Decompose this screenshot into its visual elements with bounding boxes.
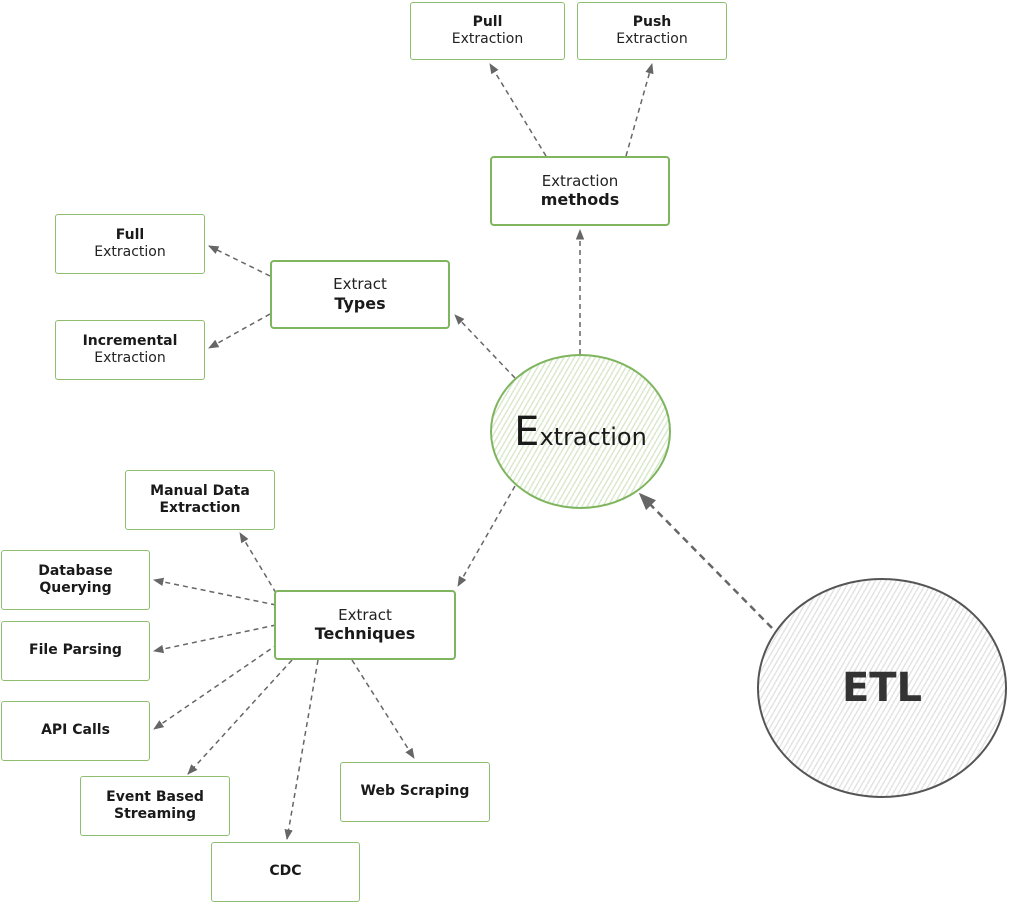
extract-techniques-node[interactable]: Extract Techniques [274,590,456,660]
database-label: Database [38,562,113,579]
techniques-to-web-arrow [351,659,415,759]
api-calls-node[interactable]: API Calls [1,701,150,761]
etl-label: ETL [841,665,923,711]
event-based-streaming-node[interactable]: Event Based Streaming [80,776,230,836]
full-extraction-node[interactable]: Full Extraction [55,214,205,274]
techniques-to-file-arrow [152,624,277,654]
web-scraping-label: Web Scraping [360,783,470,800]
extraction-to-techniques-arrow [457,485,516,587]
incremental-label: Incremental [82,332,178,349]
techniques-to-manual-arrow [239,532,277,594]
full-sublabel: Extraction [94,244,166,260]
manual-sublabel: Extraction [159,500,241,516]
file-parsing-node[interactable]: File Parsing [1,621,150,681]
types-label: Extract [333,275,387,294]
incremental-extraction-node[interactable]: Incremental Extraction [55,320,205,380]
extract-types-node[interactable]: Extract Types [270,260,450,329]
techniques-to-cdc-arrow [284,659,319,841]
pull-extraction-node[interactable]: Pull Extraction [410,2,565,60]
extraction-title-initial: E [514,408,540,455]
techniques-to-api-arrow [153,643,279,730]
push-extraction-node[interactable]: Push Extraction [577,2,727,60]
extraction-center-node[interactable]: Extraction [490,354,671,509]
techniques-label: Extract [338,605,392,624]
types-sublabel: Types [334,293,386,313]
cdc-label: CDC [269,863,302,880]
extraction-title-rest: xtraction [539,422,647,451]
manual-label: Manual Data [150,482,250,499]
etl-node[interactable]: ETL [757,578,1007,798]
pull-sublabel: Extraction [451,31,524,47]
event-label: Event Based [106,788,204,805]
web-scraping-node[interactable]: Web Scraping [340,762,490,822]
types-to-full-arrow [208,245,271,277]
methods-to-push-arrow [625,62,654,157]
extraction-title: Extraction [514,409,647,455]
manual-data-extraction-node[interactable]: Manual Data Extraction [125,470,275,530]
incremental-sublabel: Extraction [94,350,166,366]
push-sublabel: Extraction [616,31,688,47]
extraction-to-types-arrow [454,314,516,379]
methods-label: Extraction [541,171,619,190]
extraction-methods-node[interactable]: Extraction methods [490,156,670,226]
methods-to-pull-arrow [489,63,547,157]
methods-sublabel: methods [540,190,620,210]
database-querying-node[interactable]: Database Querying [1,550,150,610]
types-to-incremental-arrow [208,313,271,349]
event-sublabel: Streaming [114,806,196,822]
techniques-to-event-arrow [187,659,293,775]
file-parsing-label: File Parsing [29,642,122,659]
push-label: Push [632,13,672,30]
full-label: Full [115,226,145,243]
techniques-sublabel: Techniques [314,624,416,644]
pull-label: Pull [472,13,503,30]
cdc-node[interactable]: CDC [211,842,360,902]
techniques-to-database-arrow [152,577,277,606]
database-sublabel: Querying [39,580,112,596]
api-calls-label: API Calls [41,722,110,739]
etl-to-extraction-arrow [638,492,773,629]
